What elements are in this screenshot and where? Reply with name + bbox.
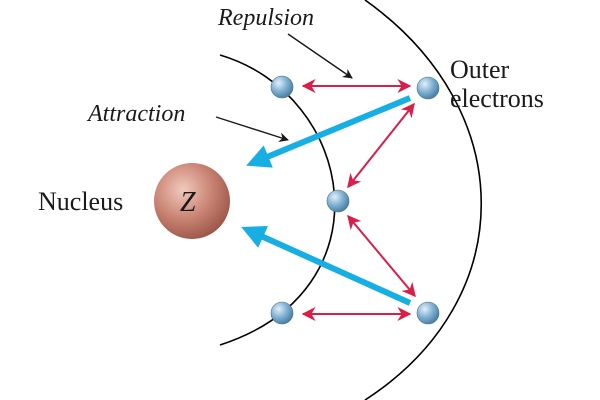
attraction-label: Attraction [86, 101, 185, 127]
nucleus-label: Nucleus [38, 187, 123, 216]
attraction-pointer-arrow [215, 116, 289, 142]
nucleus-symbol: Z [180, 187, 196, 218]
attraction-arrow-upper [246, 95, 412, 168]
inner-shell-arc [219, 54, 336, 346]
outer-electron-top [416, 76, 440, 100]
nucleus-sphere [154, 163, 230, 239]
repulsion-arrow-upper-diagonal [347, 102, 415, 189]
repulsion-label: Repulsion [217, 5, 314, 31]
inner-electron-bottom [270, 301, 294, 325]
outer-electron-bottom [416, 301, 440, 325]
repulsion-pointer-arrow [287, 33, 353, 79]
middle-electron [326, 189, 350, 213]
repulsion-arrow-lower-diagonal [347, 214, 416, 298]
outer-electrons-label-line1: Outer [450, 55, 510, 84]
inner-electron-top [270, 75, 294, 99]
outer-shell-arc [364, 0, 483, 400]
outer-electrons-label-line2: electrons [450, 84, 544, 113]
